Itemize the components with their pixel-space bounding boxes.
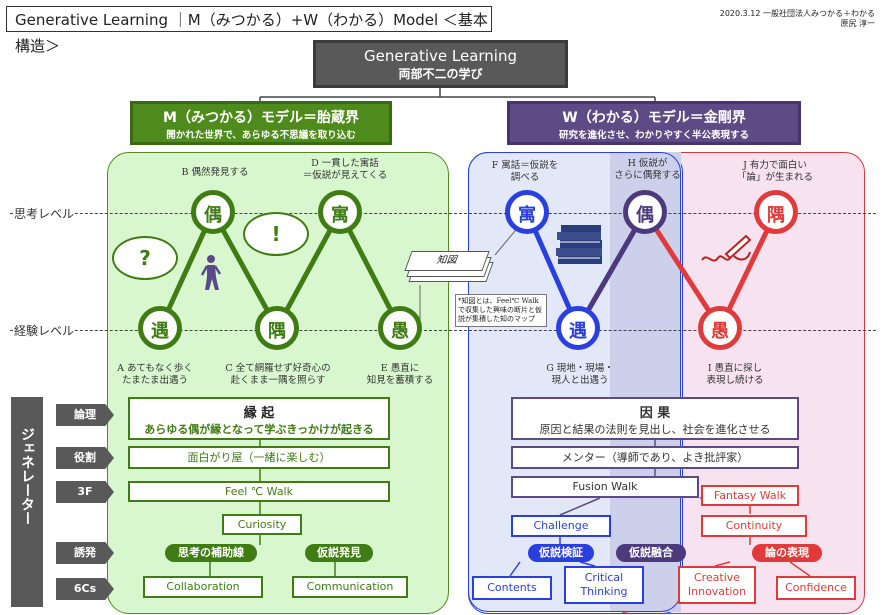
node-d-circle: 寓 [318,190,362,234]
inga-title: 因 果 [639,406,671,421]
row-label-role: 役割 [56,447,114,469]
note-d: D 一貫した寓話＝仮説が見えてくる [302,158,388,181]
credit-date-org: 2020.3.12 一般社団法人みつかる＋わかる [719,9,875,18]
gl-title: Generative Learning [364,47,517,65]
engi-sub: あらゆる偶が縁となって学ぶきっかけが起きる [144,423,374,436]
m-model-subtitle: 開かれた世界で、あらゆる不思議を取り込む [166,130,356,141]
inga-box: 因 果 原因と結果の法則を見出し、社会を進化させる [511,397,799,440]
m-model-title: M（みつかる）モデル＝胎蔵界 [163,110,359,126]
chizu-label: 知図 [404,251,490,271]
note-i: I 愚直に探し表現し続ける [706,363,764,386]
chizu-map-stack: 知図 [404,248,494,284]
curiosity-box: Curiosity [222,514,302,535]
aux-line-pill: 思考の補助線 [165,544,257,562]
hyp-test-pill: 仮説検証 [528,544,594,562]
challenge-box: Challenge [511,515,611,537]
credit: 2020.3.12 一般社団法人みつかる＋わかる 原尻 淳一 [690,9,875,29]
books-icon [556,225,602,264]
thinking-level-label: 思考レベル [14,205,75,222]
note-j: J 有力で面白い「論」が生まれる [736,160,813,183]
node-i-circle: 愚 [698,306,742,350]
row-label-induce: 誘発 [56,542,114,564]
node-j-circle: 隅 [754,190,798,234]
hyp-fuse-pill: 仮説融合 [616,544,686,562]
generator-label-bar: ジェネレーター [11,397,43,607]
page-title: Generative Learning ｜M（みつかる）+W（わかる）Model… [6,6,492,55]
w-model-header: W（わかる）モデル＝金剛界 研究を進化させ、わかりやすく半公表現する [507,101,801,145]
collaboration-box: Collaboration [143,576,263,598]
node-g-circle: 遇 [556,306,600,350]
note-a: A あてもなく歩くたまたま出遇う [117,363,193,386]
fusion-walk-box: Fusion Walk [511,476,699,498]
row-label-logic: 論理 [56,404,114,426]
experience-level-label: 経験レベル [14,322,75,339]
thinking-level-line [10,213,876,214]
note-e: E 愚直に知見を蓄積する [366,363,434,386]
gl-subtitle: 両部不二の学び [398,67,483,81]
hyp-find-pill: 仮説発見 [305,544,373,562]
continuity-box: Continuity [701,515,807,537]
node-a-circle: 遇 [138,306,182,350]
note-g: G 現地・現場・現人と出遇う [546,363,614,386]
w-model-title: W（わかる）モデル＝金剛界 [562,110,746,126]
walking-person-icon [200,255,222,290]
m-model-header: M（みつかる）モデル＝胎蔵界 開かれた世界で、あらゆる不思議を取り込む [130,101,392,145]
node-h-circle: 偶 [623,190,667,234]
role-m-box: 面白がり屋（一緒に楽しむ） [128,446,390,469]
expression-pill: 論の表現 [752,544,822,562]
fantasy-walk-box: Fantasy Walk [701,485,799,506]
question-bubble: ? [112,236,178,280]
w-model-subtitle: 研究を進化させ、わかりやすく半公表現する [558,130,749,141]
note-b: B 偶然発見する [181,167,249,178]
credit-author: 原尻 淳一 [840,19,875,28]
generative-learning-box: Generative Learning 両部不二の学び [313,40,568,88]
row-label-6cs: 6Cs [56,578,114,600]
engi-box: 縁 起 あらゆる偶が縁となって学ぶきっかけが起きる [128,397,390,440]
node-b-circle: 偶 [191,190,235,234]
engi-title: 縁 起 [243,406,275,421]
node-c-circle: 隅 [255,306,299,350]
exclaim-bubble: ! [243,212,309,256]
experience-level-line [10,330,876,331]
node-e-circle: 愚 [378,306,422,350]
inga-sub: 原因と結果の法則を見出し、社会を進化させる [539,423,771,436]
chizu-note: *知図とは、Feel℃ Walkで収集した興味の断片と仮説が集積した知のマップ [455,294,547,327]
writing-hand-icon [701,234,752,262]
note-c: C 全て網羅せず好奇心の赴くまま一隅を照らす [225,363,331,386]
node-f-circle: 寓 [505,190,549,234]
row-label-3f: 3F [56,481,114,503]
note-f: F 寓話＝仮説を調べる [491,160,559,183]
role-w-box: メンター（導師であり、よき批評家） [511,446,799,469]
communication-box: Communication [292,576,408,598]
feel-walk-box: Feel ℃ Walk [128,481,390,502]
blue-outline [468,152,681,612]
confidence-box: Confidence [776,576,856,600]
note-h: H 仮説がさらに偶発する [614,158,681,181]
contents-box: Contents [472,576,552,600]
